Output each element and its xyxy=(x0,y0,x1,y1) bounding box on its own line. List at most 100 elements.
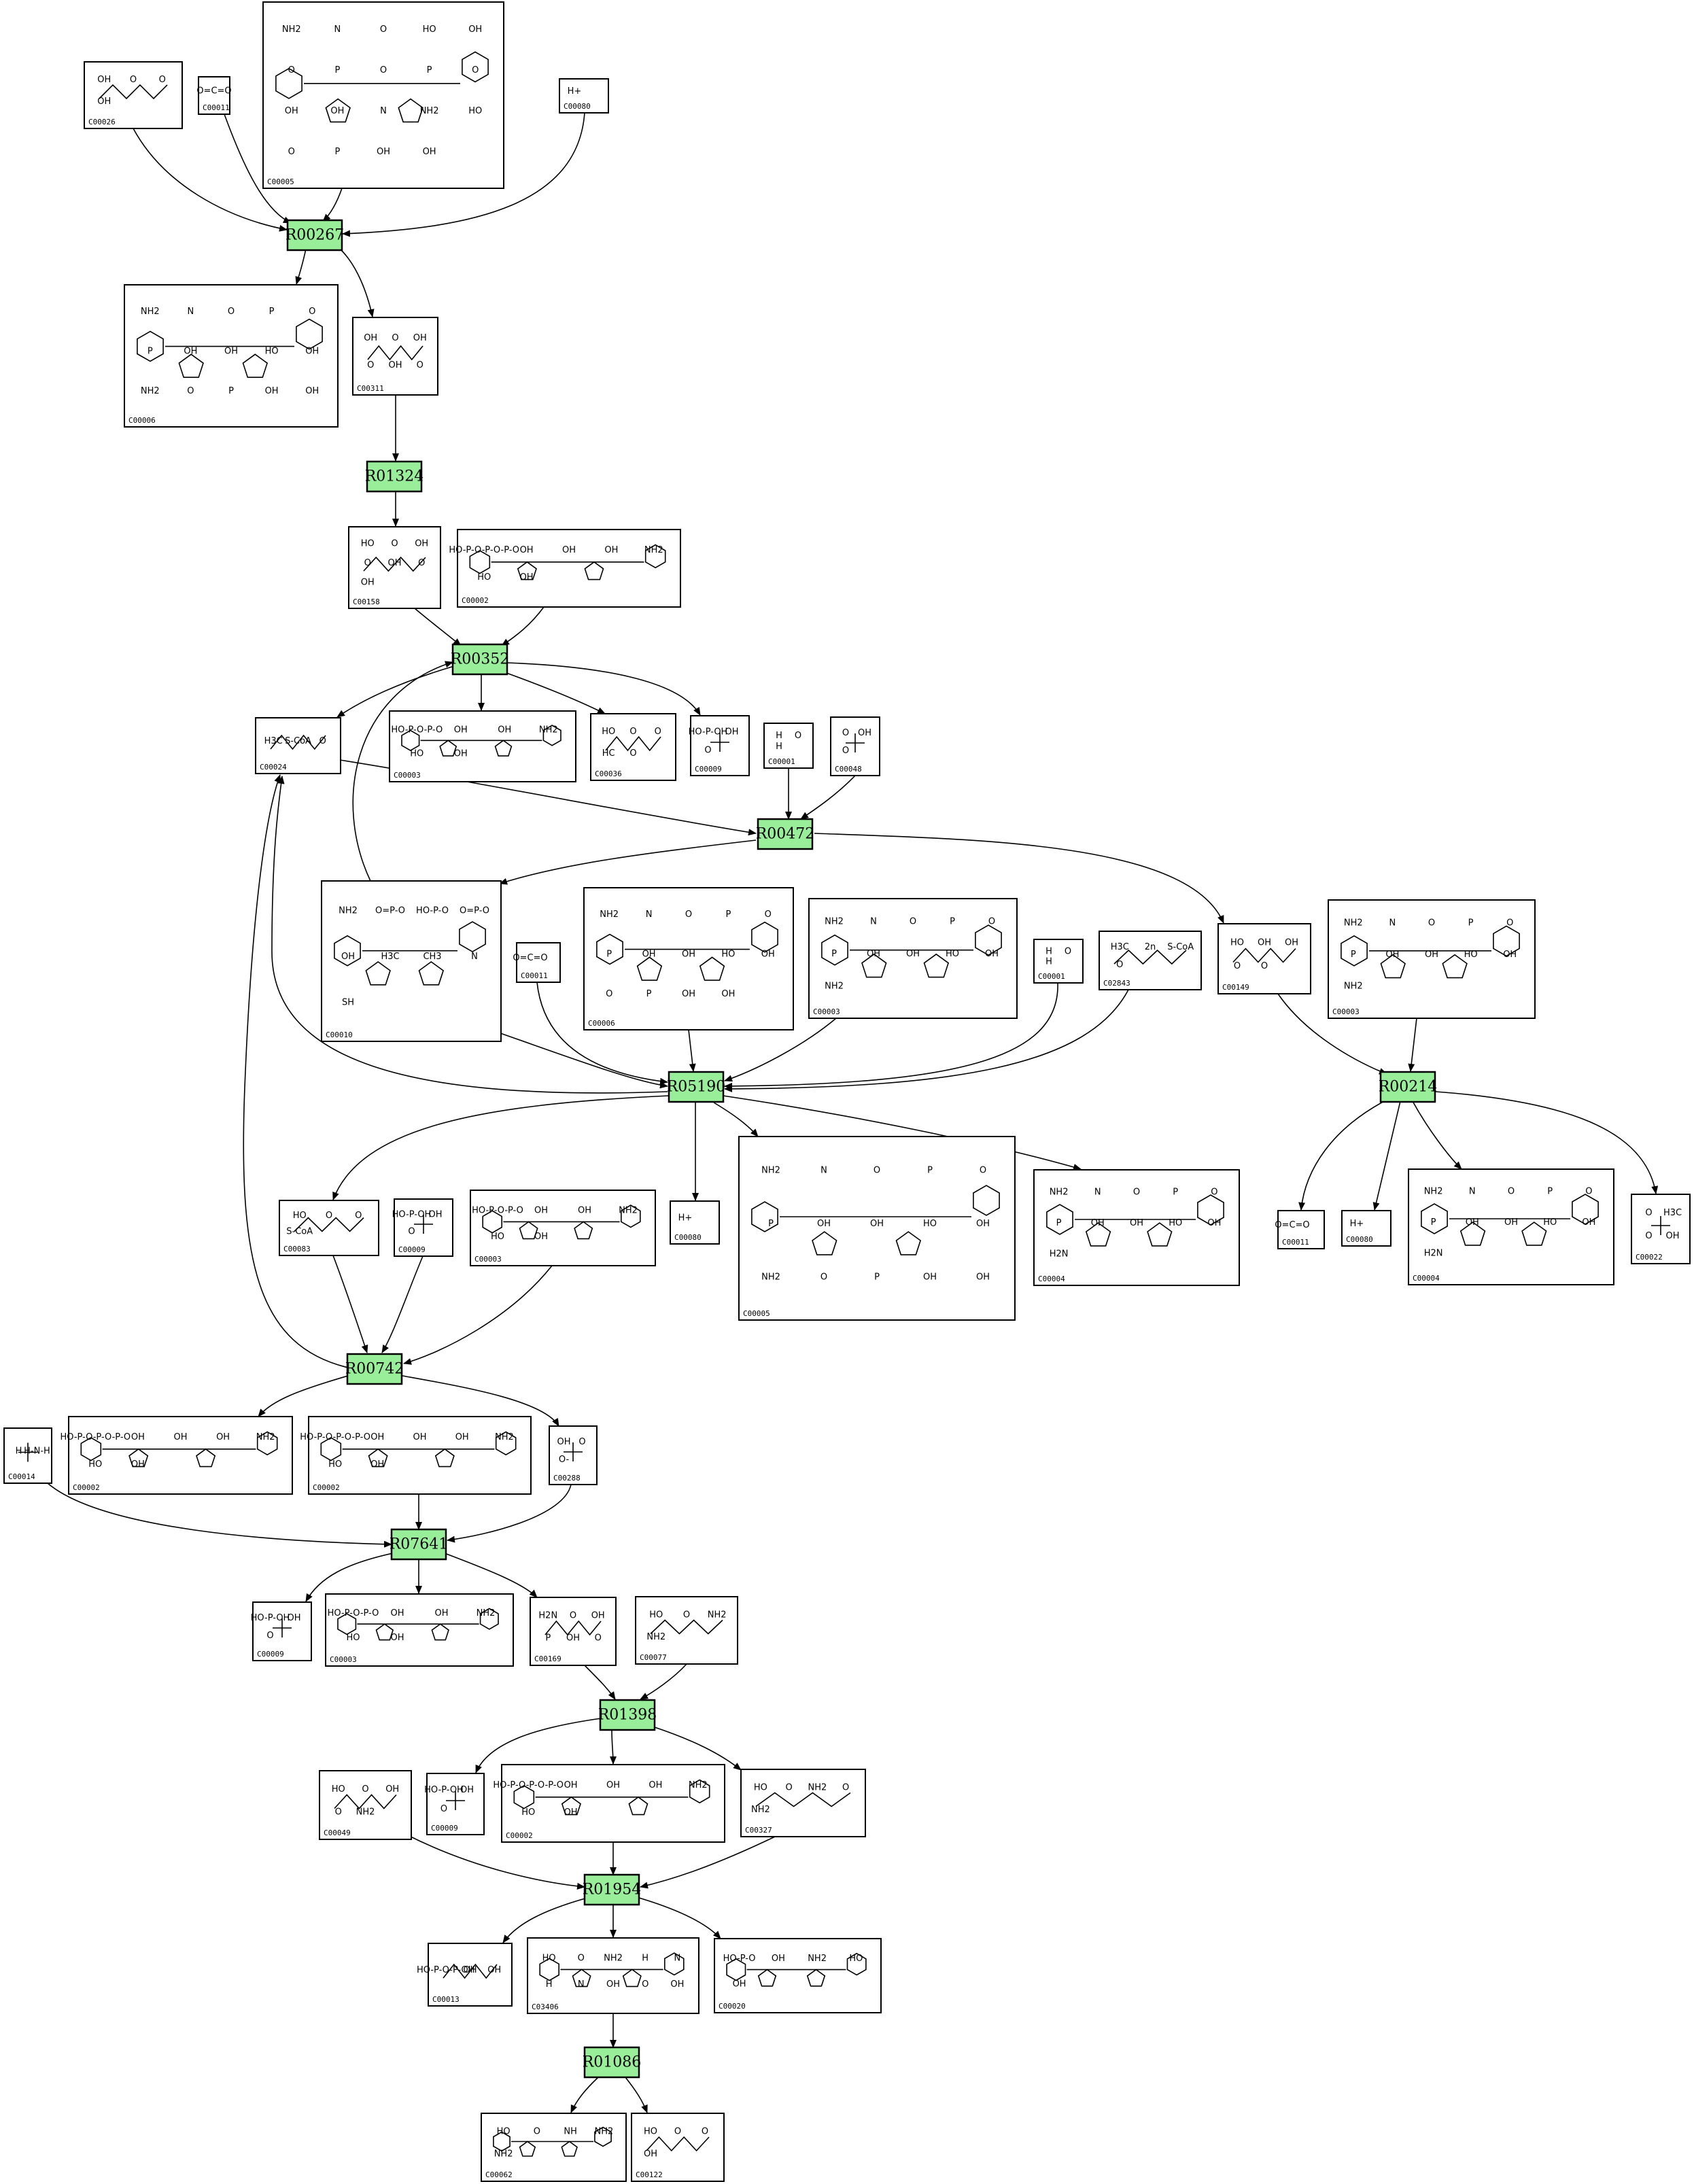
compound-c00080a[interactable]: H+C00080 xyxy=(559,78,609,114)
atom-label: O xyxy=(355,1211,362,1221)
atom-label: S-CoA xyxy=(285,736,311,746)
atom-label: OH xyxy=(906,949,920,959)
compound-box xyxy=(631,2113,725,2182)
atom-label: O xyxy=(685,909,692,920)
compound-id: C00048 xyxy=(835,765,862,774)
atom-label: OH xyxy=(649,1780,662,1790)
reaction-R00352[interactable]: R00352 xyxy=(451,643,510,676)
atom-label: NH2 xyxy=(477,1608,496,1618)
atom-label: OH xyxy=(415,538,428,549)
edge xyxy=(258,1375,349,1417)
atom-label: S-CoA xyxy=(1167,942,1194,952)
compound-id: C00003 xyxy=(330,1655,357,1664)
edge xyxy=(447,1484,572,1543)
reaction-R00472[interactable]: R00472 xyxy=(756,818,815,850)
atom-label: OH xyxy=(670,1979,684,1990)
compound-box xyxy=(1033,1169,1240,1286)
reaction-R00742[interactable]: R00742 xyxy=(345,1353,404,1385)
atom-label: P xyxy=(1431,1217,1436,1228)
reaction-R01324[interactable]: R01324 xyxy=(365,460,424,493)
reaction-R05190[interactable]: R05190 xyxy=(667,1071,726,1103)
atom-label: O xyxy=(418,558,425,568)
sugar-ring xyxy=(574,1221,593,1240)
sugar-ring xyxy=(861,953,887,978)
atom-label: HO xyxy=(754,1782,767,1792)
reaction-R00267[interactable]: R00267 xyxy=(286,219,345,252)
atom-label: HO xyxy=(1230,937,1244,948)
atom-label: HO-P-O-P-O-P-O xyxy=(300,1432,370,1442)
atom-label: NH2 xyxy=(708,1610,727,1620)
chain xyxy=(334,1794,397,1809)
atom-label: P xyxy=(228,386,234,396)
edge xyxy=(342,112,585,237)
sugar-ring xyxy=(519,1221,538,1240)
reaction-R01954[interactable]: R01954 xyxy=(583,1873,642,1906)
atom-label: OH xyxy=(1504,1217,1518,1228)
reaction-R01086[interactable]: R01086 xyxy=(583,2046,642,2079)
compound-id: C00006 xyxy=(128,416,156,425)
reaction-R00214[interactable]: R00214 xyxy=(1379,1071,1438,1103)
compound-id: C02843 xyxy=(1103,979,1130,988)
compound-c00080c[interactable]: H+C00080 xyxy=(1341,1210,1392,1247)
sugar-ring xyxy=(418,961,445,986)
edge xyxy=(584,1665,616,1700)
reaction-R07641[interactable]: R07641 xyxy=(390,1528,449,1561)
sugar-ring xyxy=(561,2140,578,2157)
reaction-R01398[interactable]: R01398 xyxy=(598,1699,657,1731)
atom-label: OH xyxy=(413,333,427,343)
compound-id: C00013 xyxy=(432,1995,460,2004)
atom-label: OH xyxy=(224,347,238,357)
atom-label: P xyxy=(1468,918,1474,928)
edge xyxy=(322,188,343,222)
compound-c00080b[interactable]: H+C00080 xyxy=(670,1200,720,1245)
ring xyxy=(539,1958,560,1981)
